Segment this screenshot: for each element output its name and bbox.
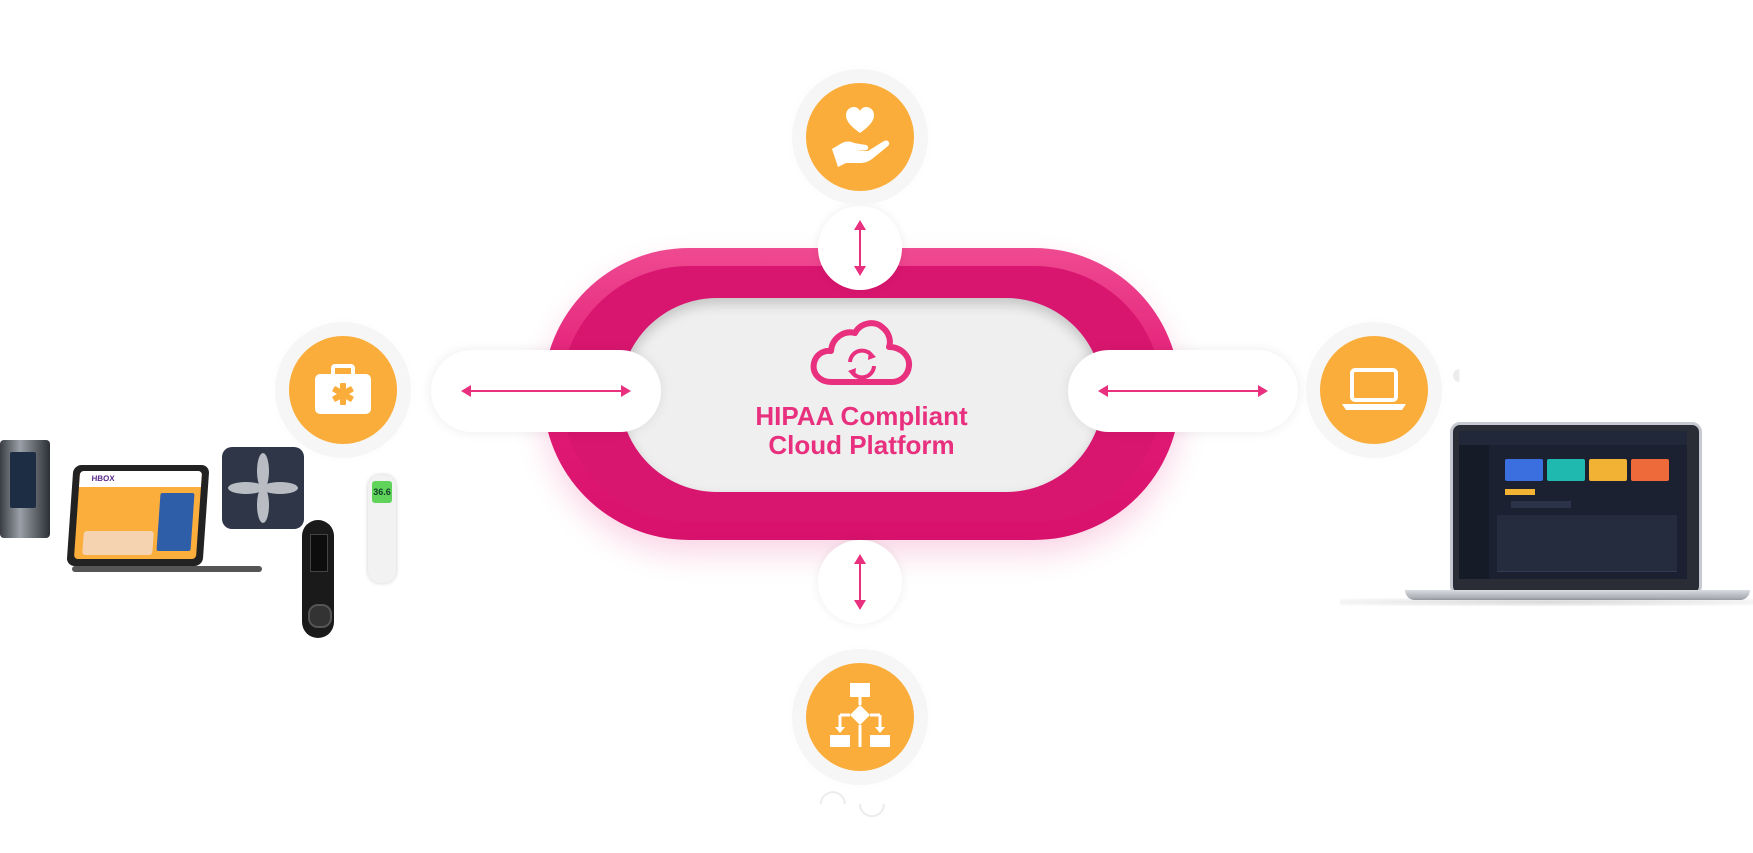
cloud-sync-icon xyxy=(810,320,913,385)
laptop-icon xyxy=(1342,368,1406,410)
double-arrow-vertical-icon xyxy=(854,220,866,276)
hand-heart-icon xyxy=(832,107,890,167)
device-glucose-meter xyxy=(302,520,334,638)
cloud-platform-panel xyxy=(620,298,1103,492)
medical-kit-icon xyxy=(315,364,371,414)
laptop-dashboard-screen xyxy=(1459,431,1687,579)
device-kiosk-screen xyxy=(10,452,36,508)
tablet-brand: HBOX xyxy=(91,474,115,483)
workflow-icon xyxy=(830,683,890,747)
top-node xyxy=(806,83,914,191)
device-smart-scale xyxy=(222,447,304,529)
faded-glyph: ◖ xyxy=(1447,358,1466,391)
device-tablet-stand xyxy=(72,566,262,572)
device-laptop-base xyxy=(1405,590,1750,600)
platform-title-line1: HIPAA Compliant xyxy=(755,401,968,431)
left-node xyxy=(289,336,397,444)
faded-glyph: ◠ ◡ xyxy=(818,783,887,821)
scale-pattern-icon xyxy=(228,453,298,523)
platform-title-line2: Cloud Platform xyxy=(768,430,955,460)
double-arrow-horizontal-icon xyxy=(461,385,631,397)
top-connector xyxy=(818,206,902,290)
double-arrow-vertical-icon xyxy=(854,554,866,610)
device-laptop-shadow xyxy=(1340,598,1753,606)
bottom-node xyxy=(806,663,914,771)
device-tablet-screen: HBOX xyxy=(73,471,203,559)
right-connector xyxy=(1068,350,1298,432)
double-arrow-horizontal-icon xyxy=(1098,385,1268,397)
right-node xyxy=(1320,336,1428,444)
bottom-connector xyxy=(818,540,902,624)
thermometer-reading: 36.6 xyxy=(372,481,392,503)
left-connector xyxy=(431,350,661,432)
platform-title: HIPAA Compliant Cloud Platform xyxy=(620,402,1103,460)
